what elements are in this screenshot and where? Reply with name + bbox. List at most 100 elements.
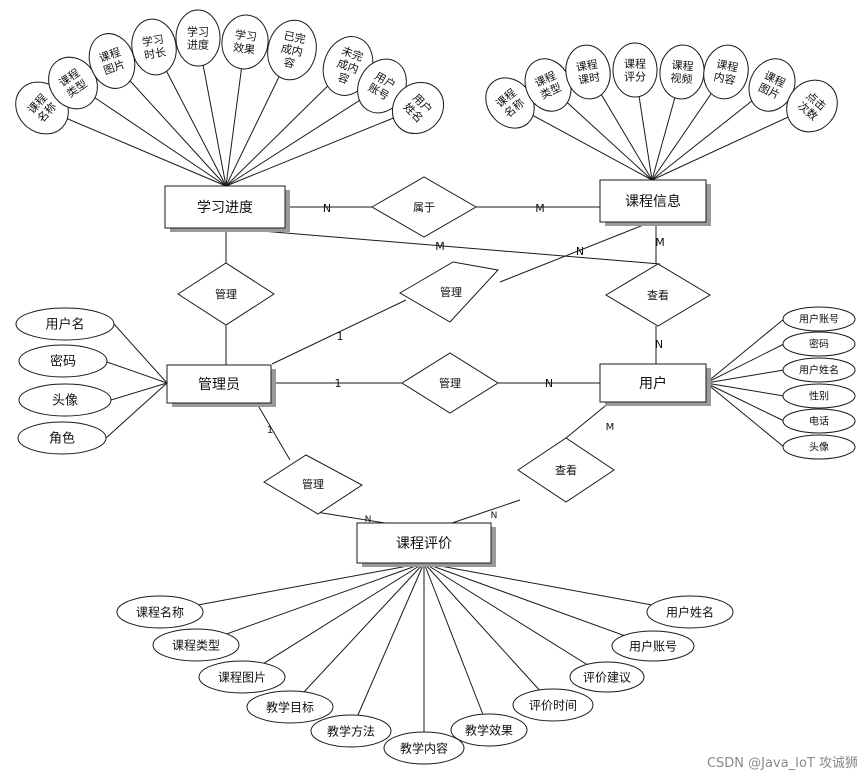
attribute-label: 密码 [50, 354, 76, 370]
cardinality-label: M [535, 202, 545, 215]
relationship-manage-course-label: 管理 [440, 285, 462, 299]
attribute-course-info: 课程图片 [748, 58, 796, 112]
attribute-user: 用户姓名 [782, 357, 856, 383]
attribute-ellipse [221, 14, 269, 70]
cardinality-labels: N M M M N 1 1 N N 1 N N M [267, 202, 665, 525]
attribute-admin: 角色 [17, 421, 107, 455]
entity-admin-label: 管理员 [198, 377, 240, 393]
cardinality-label: M [435, 240, 445, 253]
attribute-label: 性别 [809, 390, 829, 403]
attribute-user: 性别 [782, 383, 856, 409]
attribute-user: 用户账号 [782, 306, 856, 332]
attribute-progress: 已完成内容 [267, 19, 317, 81]
attribute-progress: 学习效果 [221, 14, 269, 70]
attribute-evaluation: 教学目标 [246, 690, 334, 724]
attribute-course-info: 点击次数 [786, 79, 838, 133]
attribute-label: 教学方法 [327, 723, 375, 738]
attribute-course-info: 课程内容 [703, 44, 749, 100]
entities: 学习进度 课程信息 管理员 用户 课程评价 [164, 179, 711, 567]
attribute-label: 头像 [809, 442, 829, 454]
attribute-course-info: 课程视频 [659, 44, 705, 100]
relationship-view-eval-label: 查看 [555, 463, 577, 477]
cardinality-label: 1 [337, 330, 344, 343]
attribute-label: 学习效果 [232, 27, 258, 57]
attribute-ellipse [391, 81, 445, 135]
attribute-user: 密码 [782, 331, 856, 357]
attribute-label: 已完成内容 [277, 28, 307, 72]
attribute-ellipse [782, 331, 856, 357]
attribute-progress: 用户账号 [357, 58, 407, 114]
relationship-belongs: 属于 [370, 176, 478, 238]
attribute-evaluation: 课程图片 [198, 660, 286, 694]
attribute-ellipse [611, 630, 695, 662]
entity-admin: 管理员 [166, 364, 276, 407]
attribute-ellipse [175, 9, 221, 67]
attribute-evaluation: 教学效果 [450, 713, 528, 747]
cardinality-label: M [655, 236, 665, 249]
entity-course-info: 课程信息 [599, 179, 711, 226]
attribute-progress: 用户姓名 [391, 81, 445, 135]
attribute-label: 评价建议 [583, 670, 631, 684]
entity-user-label: 用户 [639, 375, 667, 392]
attribute-ellipse [782, 434, 856, 460]
relationship-manage-course: 管理 [399, 261, 499, 323]
relationship-manage-eval: 管理 [263, 454, 363, 515]
attribute-label: 课程评分 [624, 57, 646, 83]
attribute-ellipse [782, 383, 856, 409]
relationship-manage-eval-label: 管理 [302, 477, 324, 491]
attribute-label: 用户账号 [629, 638, 677, 653]
entity-evaluation-label: 课程评价 [396, 536, 452, 552]
attribute-label: 用户账号 [799, 313, 839, 326]
relationship-view-eval: 查看 [517, 437, 615, 503]
attribute-evaluation: 课程名称 [116, 595, 204, 629]
attribute-course-info: 课程评分 [612, 42, 658, 98]
attribute-label: 课程名称 [136, 604, 184, 619]
attribute-ellipse [569, 661, 645, 693]
attribute-ellipse [612, 42, 658, 98]
relationship-view-course: 查看 [605, 263, 711, 327]
attribute-label: 课程课时 [575, 58, 601, 87]
attribute-admin: 密码 [18, 344, 108, 378]
attribute-label: 用户姓名 [799, 364, 839, 377]
attribute-evaluation: 用户账号 [611, 630, 695, 662]
attribute-label: 教学内容 [400, 740, 448, 755]
relationship-belongs-label: 属于 [413, 201, 435, 214]
attribute-course-info: 课程名称 [485, 77, 535, 129]
attribute-evaluation: 教学方法 [310, 714, 392, 748]
attribute-admin: 头像 [18, 383, 112, 417]
attribute-label: 头像 [52, 394, 78, 409]
attribute-label: 课程内容 [712, 57, 739, 87]
attribute-evaluation: 教学内容 [383, 731, 465, 765]
attribute-label: 角色 [49, 431, 75, 447]
entity-progress: 学习进度 [164, 185, 290, 232]
attribute-evaluation: 评价时间 [512, 688, 594, 722]
attribute-label: 课程图片 [218, 669, 266, 684]
attribute-evaluation: 用户姓名 [646, 595, 734, 629]
cardinality-label: 1 [335, 377, 342, 390]
entity-evaluation: 课程评价 [356, 522, 496, 567]
attribute-user: 电话 [782, 408, 856, 434]
attribute-ellipse [198, 660, 286, 694]
attribute-label: 教学效果 [465, 722, 513, 737]
attribute-evaluation: 课程类型 [152, 628, 240, 662]
relationship-manage-user: 管理 [401, 352, 499, 414]
attribute-label: 学习进度 [187, 24, 209, 51]
attribute-ellipse [565, 44, 611, 100]
attribute-ellipse [782, 357, 856, 383]
relationships: 属于 管理 管理 查看 管理 管理 查看 [177, 176, 711, 515]
attribute-label: 用户姓名 [666, 604, 714, 619]
attribute-label: 密码 [809, 338, 829, 351]
attribute-label: 课程类型 [172, 637, 220, 652]
cardinality-label: N [323, 202, 331, 215]
attribute-ellipse [152, 628, 240, 662]
attribute-label: 用户名 [45, 317, 84, 333]
attribute-course-info: 课程课时 [565, 44, 611, 100]
cardinality-label: M [606, 422, 615, 433]
attribute-ellipse [782, 408, 856, 434]
cardinality-label: N [576, 245, 584, 258]
relationship-view-course-label: 查看 [647, 288, 669, 302]
attribute-label: 课程视频 [670, 59, 694, 87]
cardinality-label: 1 [267, 425, 273, 436]
cardinality-label: N [545, 377, 553, 390]
